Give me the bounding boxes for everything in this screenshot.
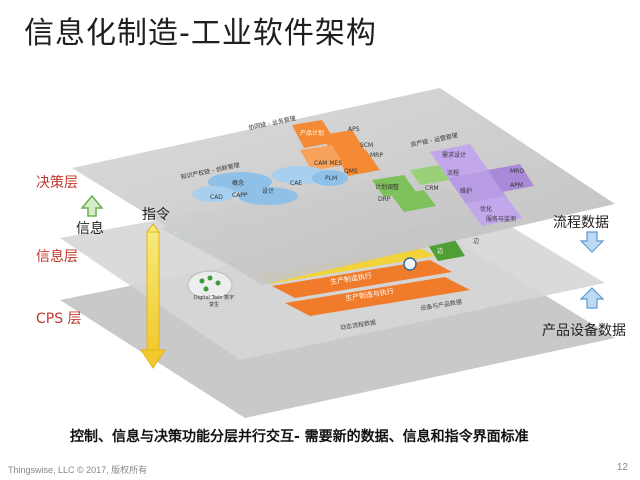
node-cad: CAD: [210, 194, 223, 201]
node-apm: APM: [510, 182, 523, 189]
node-scm: SCM: [360, 142, 374, 149]
flow-label-process-data: 流程数据: [553, 215, 609, 231]
page-title: 信息化制造-工业软件架构: [24, 16, 377, 51]
footer-copyright: Thingswise, LLC © 2017, 版权所有: [8, 465, 148, 475]
device-data-arrow: [579, 287, 605, 309]
node-cam-mes: CAM MES: [314, 160, 343, 167]
node-capp: CAPP: [232, 192, 248, 199]
middle-side-label: 边: [473, 238, 480, 245]
node-optimize: 优化: [480, 206, 493, 213]
top-blue-cluster: [192, 166, 348, 205]
diagram-caption: 控制、信息与决策功能分层并行交互- 需要新的数据、信息和指令界面标准: [70, 429, 529, 445]
node-cae: CAE: [290, 180, 303, 187]
robot-icon: [403, 257, 417, 271]
flow-label-info: 信息: [76, 221, 104, 237]
info-up-arrow: [80, 194, 104, 217]
flow-label-device-data: 产品设备数据: [542, 323, 626, 339]
page-number: 12: [616, 462, 628, 473]
top-orange-cluster: [292, 120, 380, 176]
node-plan-manage: 计划调整: [375, 184, 400, 191]
node-drp: DRP: [378, 196, 391, 203]
node-crm: CRM: [425, 185, 439, 192]
node-mro: MRO: [510, 168, 525, 175]
command-down-arrow: [140, 223, 166, 369]
node-design: 设计: [262, 188, 275, 195]
layer-label-decision: 决策层: [36, 175, 78, 191]
node-concept: 概念: [232, 180, 245, 187]
top-green-cluster: [372, 165, 450, 212]
digital-twin-icon: [187, 270, 233, 300]
green-block-label: 边: [437, 248, 444, 255]
layer-label-cps: CPS 层: [36, 311, 82, 327]
node-product-plan: 产品计划: [300, 130, 325, 137]
orange-bar-2: [285, 277, 470, 316]
decision-plane: [72, 88, 615, 285]
node-process: 流程: [447, 170, 460, 177]
node-service: 服务与监测: [486, 216, 517, 223]
node-demand-design: 需求设计: [442, 152, 467, 159]
top-purple-cluster: [430, 144, 534, 226]
node-aps: APS: [348, 126, 360, 133]
node-qms: QMS: [344, 168, 358, 175]
layer-label-info: 信息层: [36, 249, 78, 265]
process-data-arrow: [579, 231, 605, 253]
flow-label-command: 指令: [142, 207, 170, 223]
node-plm: PLM: [325, 175, 338, 182]
node-mrp: MRP: [370, 152, 383, 159]
node-maintain: 维护: [460, 188, 473, 195]
green-block: [428, 240, 465, 261]
digital-twin-label: Digital Twin 数字孪生: [193, 295, 235, 308]
